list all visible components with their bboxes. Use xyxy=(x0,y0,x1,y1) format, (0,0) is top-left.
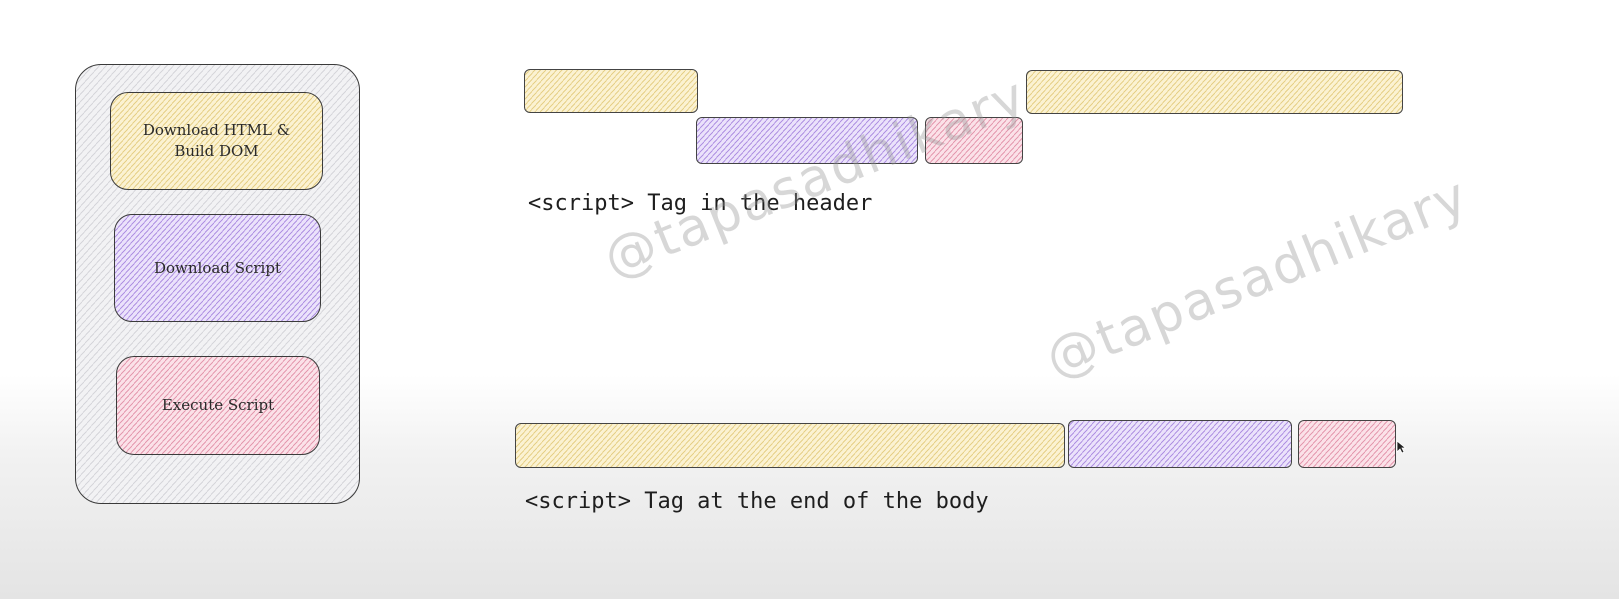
legend-item-download-script: Download Script xyxy=(114,214,321,322)
caption-script-at-end-of-body: <script> Tag at the end of the body xyxy=(525,489,989,514)
timeline-header-html-parse-2 xyxy=(1026,70,1403,114)
timeline-body-download-script xyxy=(1068,420,1292,468)
legend-item-download-html: Download HTML & Build DOM xyxy=(110,92,323,190)
timeline-header-download-script xyxy=(696,117,918,164)
timeline-header-execute-script xyxy=(925,117,1023,164)
watermark-text-2: @tapasadhikary xyxy=(1037,165,1477,390)
mouse-cursor-icon xyxy=(1396,440,1406,454)
caption-script-in-header: <script> Tag in the header xyxy=(528,191,873,216)
timeline-body-html-parse xyxy=(515,423,1065,468)
legend-item-execute-script: Execute Script xyxy=(116,356,320,455)
timeline-header-html-parse-1 xyxy=(524,69,698,113)
timeline-body-execute-script xyxy=(1298,420,1396,468)
